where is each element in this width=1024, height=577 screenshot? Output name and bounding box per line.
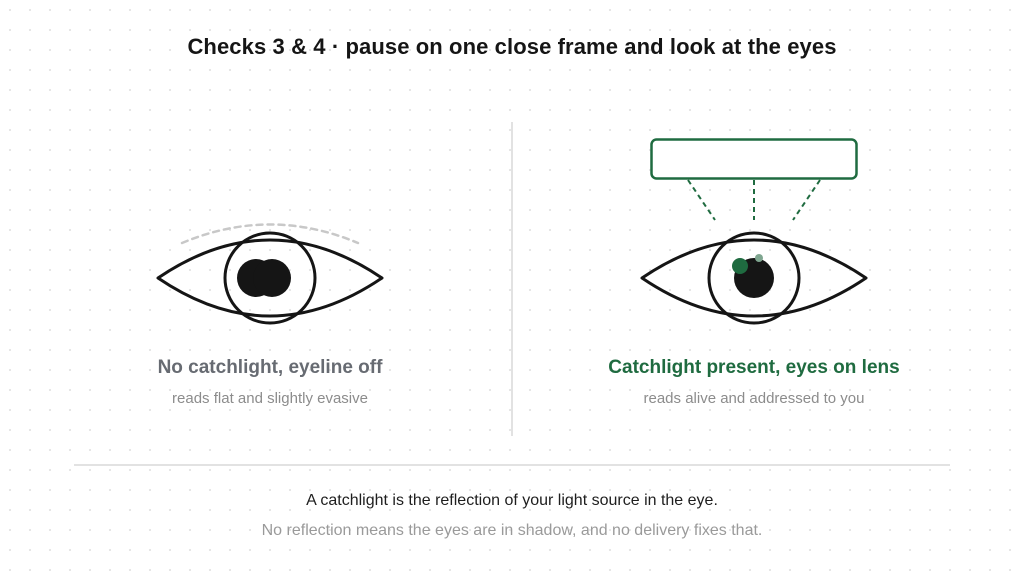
- light-ray-right: [792, 179, 821, 221]
- iris: [223, 231, 317, 325]
- catchlight-illustration: [640, 138, 868, 325]
- caption-secondary: No reflection means the eyes are in shad…: [261, 522, 763, 539]
- left-panel-subtext: reads flat and slightly evasive: [172, 390, 368, 407]
- left-panel-heading: No catchlight, eyeline off: [157, 357, 383, 378]
- horizontal-divider: [74, 464, 950, 466]
- light-ray-left: [687, 179, 716, 221]
- catchlight-secondary: [755, 254, 763, 262]
- pupil-offset: [253, 259, 291, 297]
- light-source-box: [650, 138, 858, 180]
- right-panel-heading: Catchlight present, eyes on lens: [608, 357, 900, 378]
- eye-outline: [156, 238, 384, 318]
- page-title: Checks 3 & 4 · pause on one close frame …: [187, 34, 837, 59]
- catchlight-main: [732, 258, 748, 274]
- vertical-divider: [511, 122, 513, 436]
- brow-arc: [180, 223, 360, 245]
- iris: [707, 231, 801, 325]
- right-panel-subtext: reads alive and addressed to you: [643, 390, 865, 407]
- caption-main: A catchlight is the reflection of your l…: [306, 492, 718, 509]
- eye-outline: [640, 238, 868, 318]
- no-catchlight-illustration: [156, 223, 384, 325]
